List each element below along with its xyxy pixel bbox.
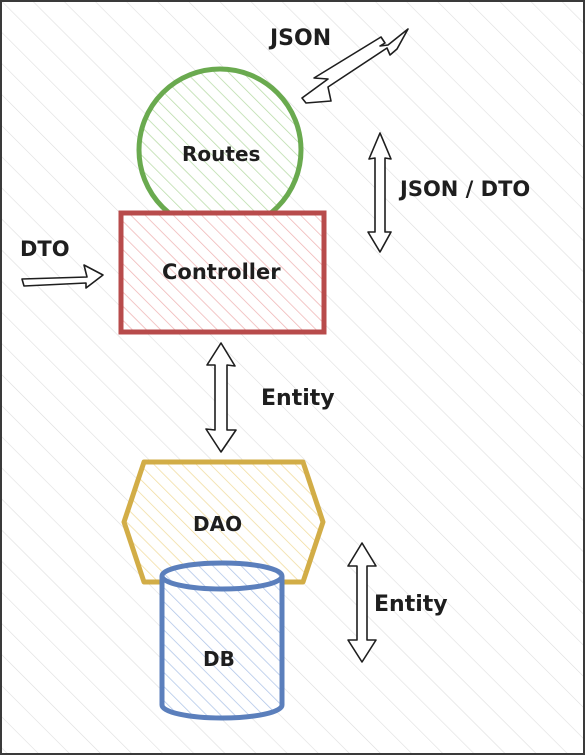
entity-double-arrow-upper [205,342,237,453]
entity-label-lower: Entity [374,592,448,617]
json-double-arrow [301,28,409,104]
entity-double-arrow-lower [347,542,377,663]
controller-label: Controller [162,260,281,284]
dto-incoming-arrow [21,264,104,289]
dao-label: DAO [193,512,243,536]
json-dto-label: JSON / DTO [400,177,531,201]
db-node [159,560,285,721]
entity-label-upper: Entity [261,386,335,411]
dao-node [121,459,326,585]
json-label: JSON [270,26,332,51]
routes-label: Routes [182,142,261,166]
db-label: DB [203,647,235,671]
dto-label: DTO [20,237,70,261]
json-dto-double-arrow [367,132,392,253]
controller-node [118,210,327,335]
